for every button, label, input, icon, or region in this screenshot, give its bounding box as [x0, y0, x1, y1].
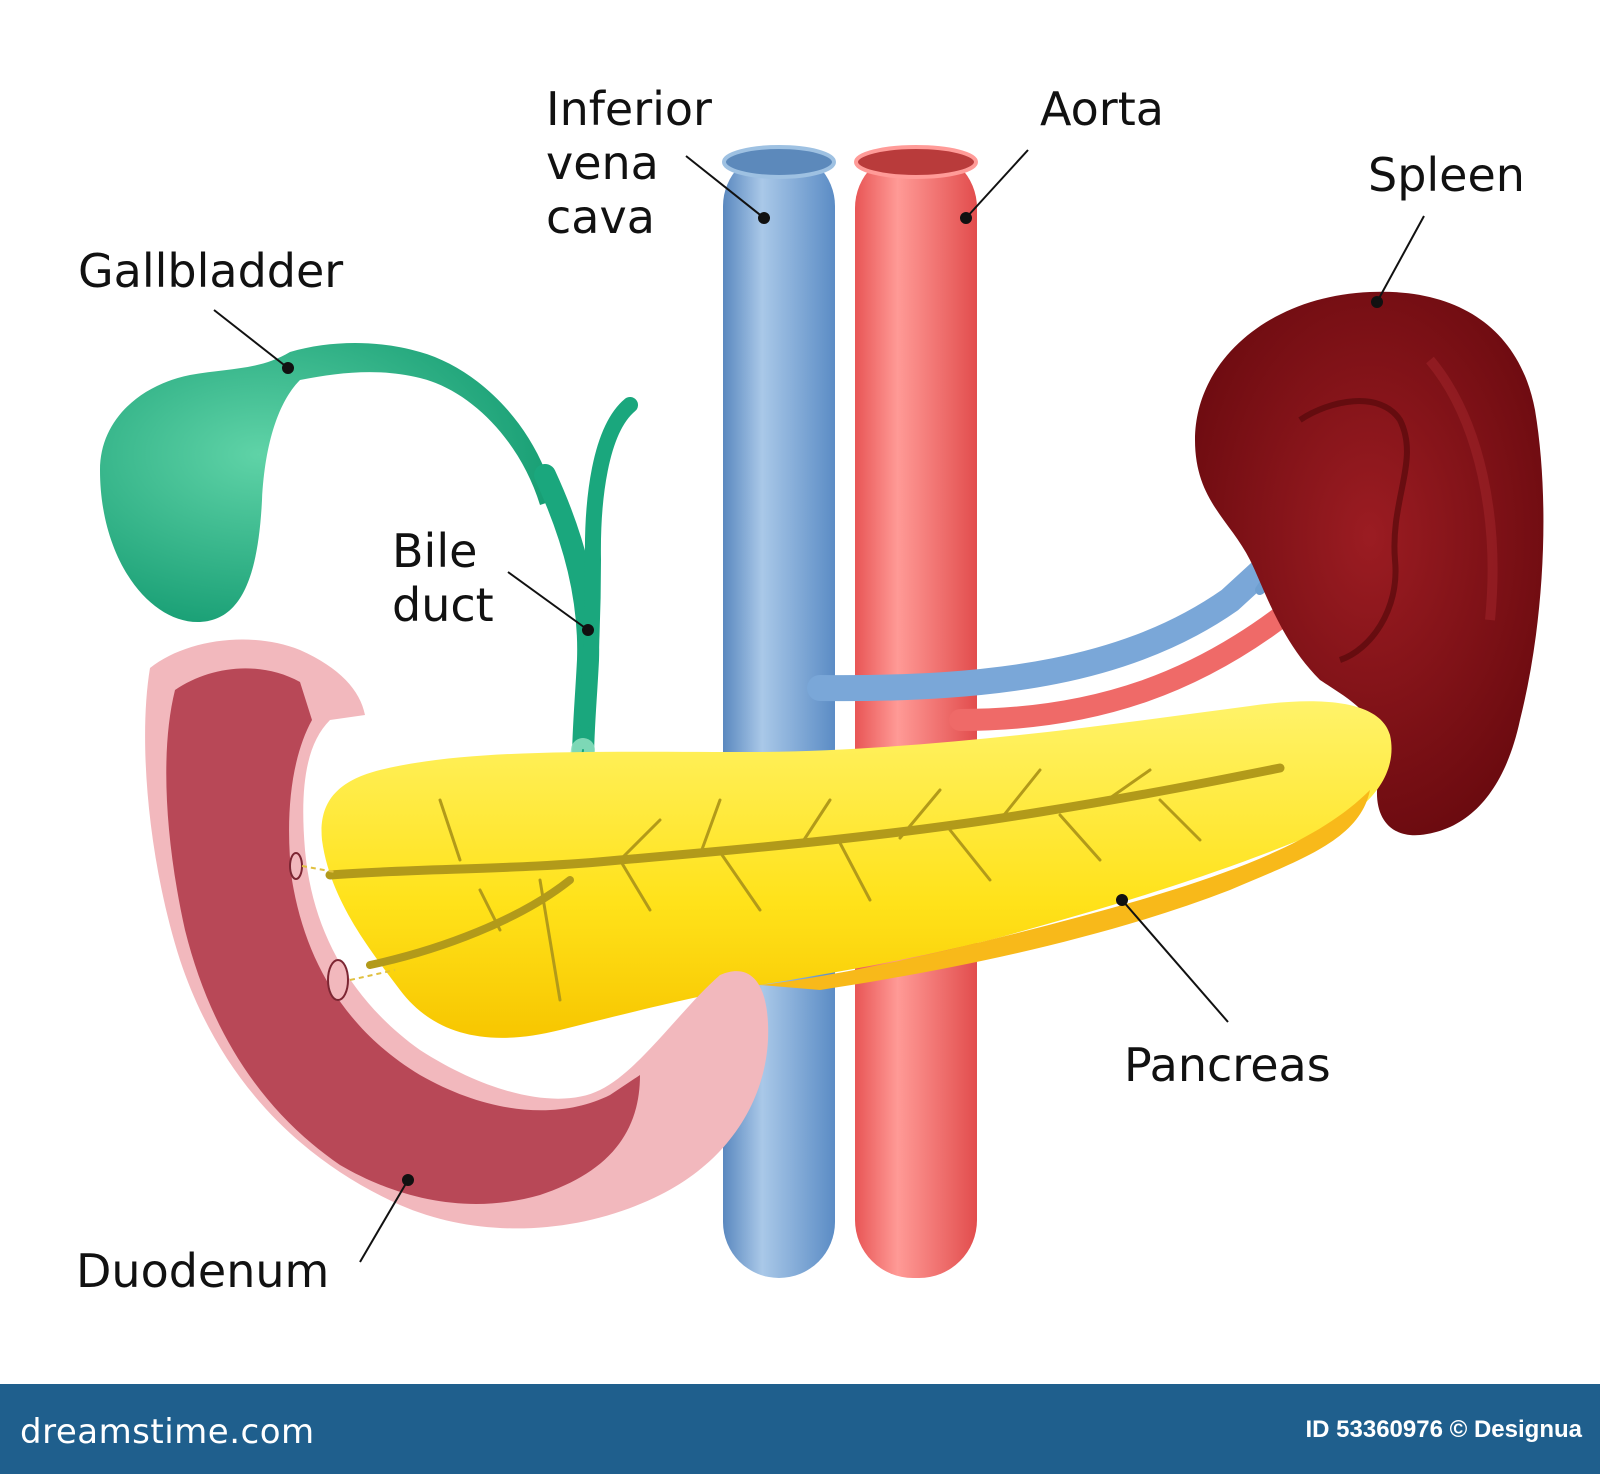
watermark-brand: dreamstime.com: [20, 1412, 315, 1452]
duodenum: [145, 639, 769, 1229]
aorta: [854, 145, 978, 1278]
label-spleen: Spleen: [1368, 148, 1525, 202]
label-aorta: Aorta: [1040, 82, 1164, 136]
leader-lines: [213, 149, 1425, 1263]
label-inferior-vena-cava: Inferior vena cava: [546, 82, 712, 244]
label-gallbladder: Gallbladder: [78, 244, 344, 298]
pancreas: [321, 701, 1392, 1038]
label-pancreas: Pancreas: [1124, 1038, 1331, 1092]
image-credit: ID 53360976 © Designua: [1305, 1416, 1583, 1443]
spleen: [1195, 291, 1544, 836]
label-duodenum: Duodenum: [76, 1244, 330, 1298]
gallbladder: [100, 343, 555, 623]
footer-bar: dreamstime.com ID 53360976 © Designua: [0, 1384, 1600, 1474]
label-bile-duct: Bile duct: [392, 524, 494, 632]
